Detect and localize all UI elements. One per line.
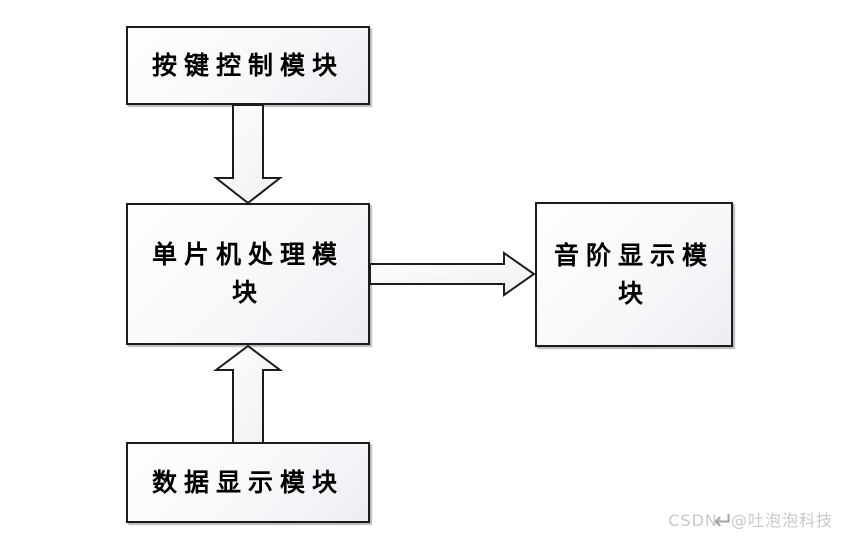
node-label: 单片机处理模块: [151, 240, 344, 307]
arrow-up-icon: [213, 344, 283, 444]
watermark-site-label: CSDN: [668, 511, 718, 530]
node-mcu-processing-module: 单片机处理模块: [126, 203, 370, 345]
node-label: 按键控制模块: [151, 50, 344, 80]
node-key-control-module: 按键控制模块: [126, 26, 370, 105]
arrow-right-icon: [369, 251, 536, 297]
node-scale-display-module: 音阶显示模块: [535, 202, 733, 347]
node-label: 音阶显示模块: [553, 240, 714, 308]
return-arrow-icon: ↵: [713, 507, 734, 535]
watermark: CSDN ↵ @吐泡泡科技: [668, 506, 833, 535]
node-data-display-module: 数据显示模块: [126, 442, 370, 523]
node-label: 数据显示模块: [151, 467, 344, 497]
watermark-author-label: @吐泡泡科技: [730, 511, 833, 530]
arrow-down-icon: [213, 104, 283, 205]
